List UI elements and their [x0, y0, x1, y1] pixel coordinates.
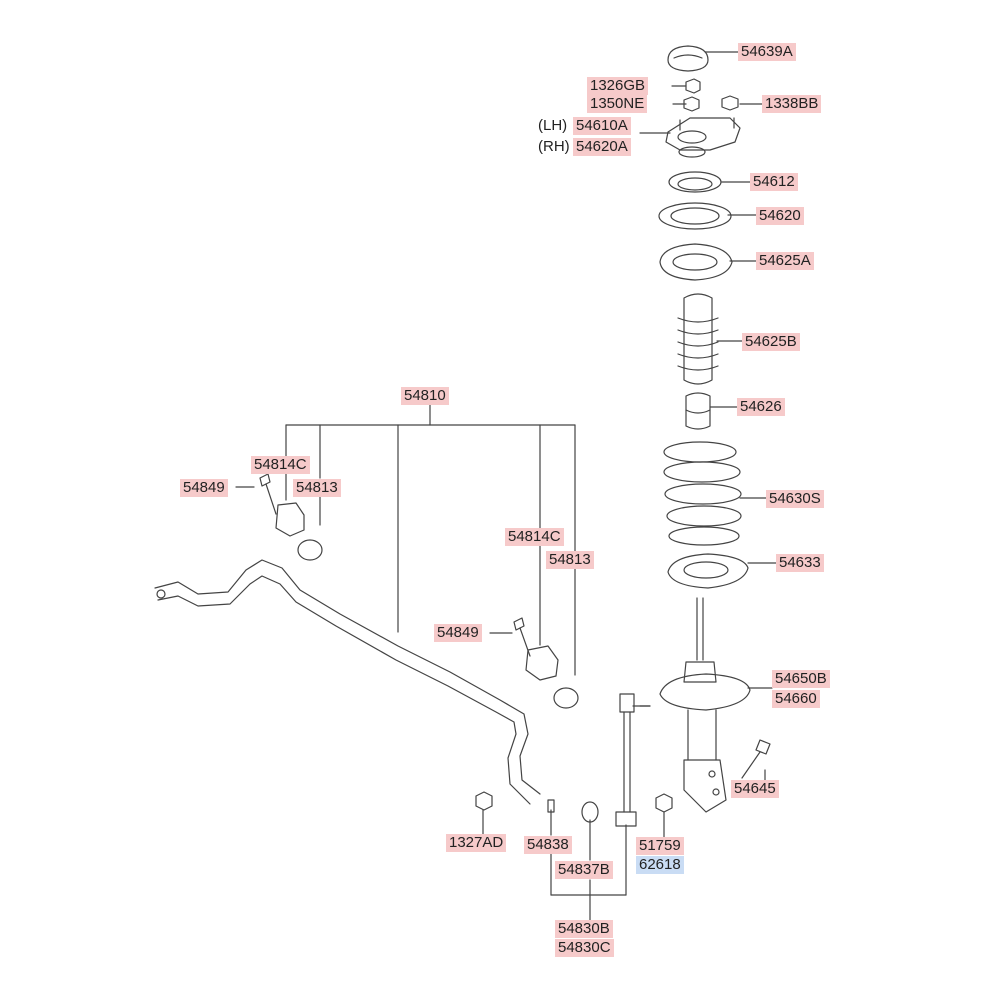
nut-1327AD-shape — [475, 791, 493, 811]
part-label-54849-left: 54849 — [180, 479, 228, 497]
nut-51759-shape — [655, 793, 673, 813]
dust-boot-54625B-shape — [677, 293, 719, 385]
bearing-54612-shape — [668, 171, 722, 193]
bushing-bracket-right-shape — [513, 617, 579, 709]
part-label-1338BB: 1338BB — [762, 95, 822, 113]
mount-54610A-shape — [665, 117, 741, 158]
part-label-54813-left: 54813 — [293, 479, 341, 497]
part-label-1350NE: 1350NE — [587, 95, 648, 113]
part-label-51759: 51759 — [636, 837, 684, 855]
part-label-54639A: 54639A — [738, 43, 796, 61]
insulator-cap-54639A-shape — [667, 45, 709, 72]
upper-seat-54625A-shape — [659, 243, 733, 281]
part-label-54645: 54645 — [731, 780, 779, 798]
part-label-1327AD: 1327AD — [446, 834, 507, 852]
part-label-54849-right: 54849 — [434, 624, 482, 642]
part-label-54630S: 54630S — [766, 490, 824, 508]
seat-54620-shape — [658, 202, 732, 230]
rh-prefix: (RH) — [538, 138, 570, 155]
lh-prefix: (LH) — [538, 117, 568, 134]
part-label-54814C-right: 54814C — [505, 528, 564, 546]
part-label-54660: 54660 — [772, 690, 820, 708]
spring-54630S-shape — [663, 441, 742, 546]
part-label-54633: 54633 — [776, 554, 824, 572]
part-label-54813-right: 54813 — [546, 551, 594, 569]
bushing-54837B-shape — [581, 801, 599, 823]
stabilizer-bar-54810-shape — [154, 559, 541, 805]
part-label-54612: 54612 — [750, 173, 798, 191]
pin-54838-shape — [547, 799, 555, 813]
part-label-54814C-left: 54814C — [251, 456, 310, 474]
lower-pad-54633-shape — [667, 553, 749, 589]
strut-assembly-54650B-shape — [659, 597, 751, 813]
bushing-bracket-left-shape — [259, 473, 323, 561]
leader-lines — [235, 51, 777, 921]
part-label-54610A: 54610A — [573, 117, 631, 135]
part-label-62618: 62618 — [636, 856, 684, 874]
part-label-54620: 54620 — [756, 207, 804, 225]
bolt-54645-shape — [741, 739, 771, 779]
bumper-54626-shape — [685, 392, 711, 430]
part-label-54830C: 54830C — [555, 939, 614, 957]
part-label-54625A: 54625A — [756, 252, 814, 270]
nut-1326GB-shape — [685, 78, 701, 94]
part-label-54650B: 54650B — [772, 670, 830, 688]
part-label-54620A: 54620A — [573, 138, 631, 156]
part-label-54810: 54810 — [401, 387, 449, 405]
part-label-54837B: 54837B — [555, 861, 613, 879]
part-label-54626: 54626 — [737, 398, 785, 416]
stabilizer-link-54830B-shape — [615, 693, 651, 827]
part-label-54625B: 54625B — [742, 333, 800, 351]
part-label-54838: 54838 — [524, 836, 572, 854]
part-label-1326GB: 1326GB — [587, 77, 649, 95]
nut-1350NE-shape — [683, 96, 700, 112]
nut-1338BB-shape — [721, 95, 739, 111]
part-label-54830B: 54830B — [555, 920, 613, 938]
